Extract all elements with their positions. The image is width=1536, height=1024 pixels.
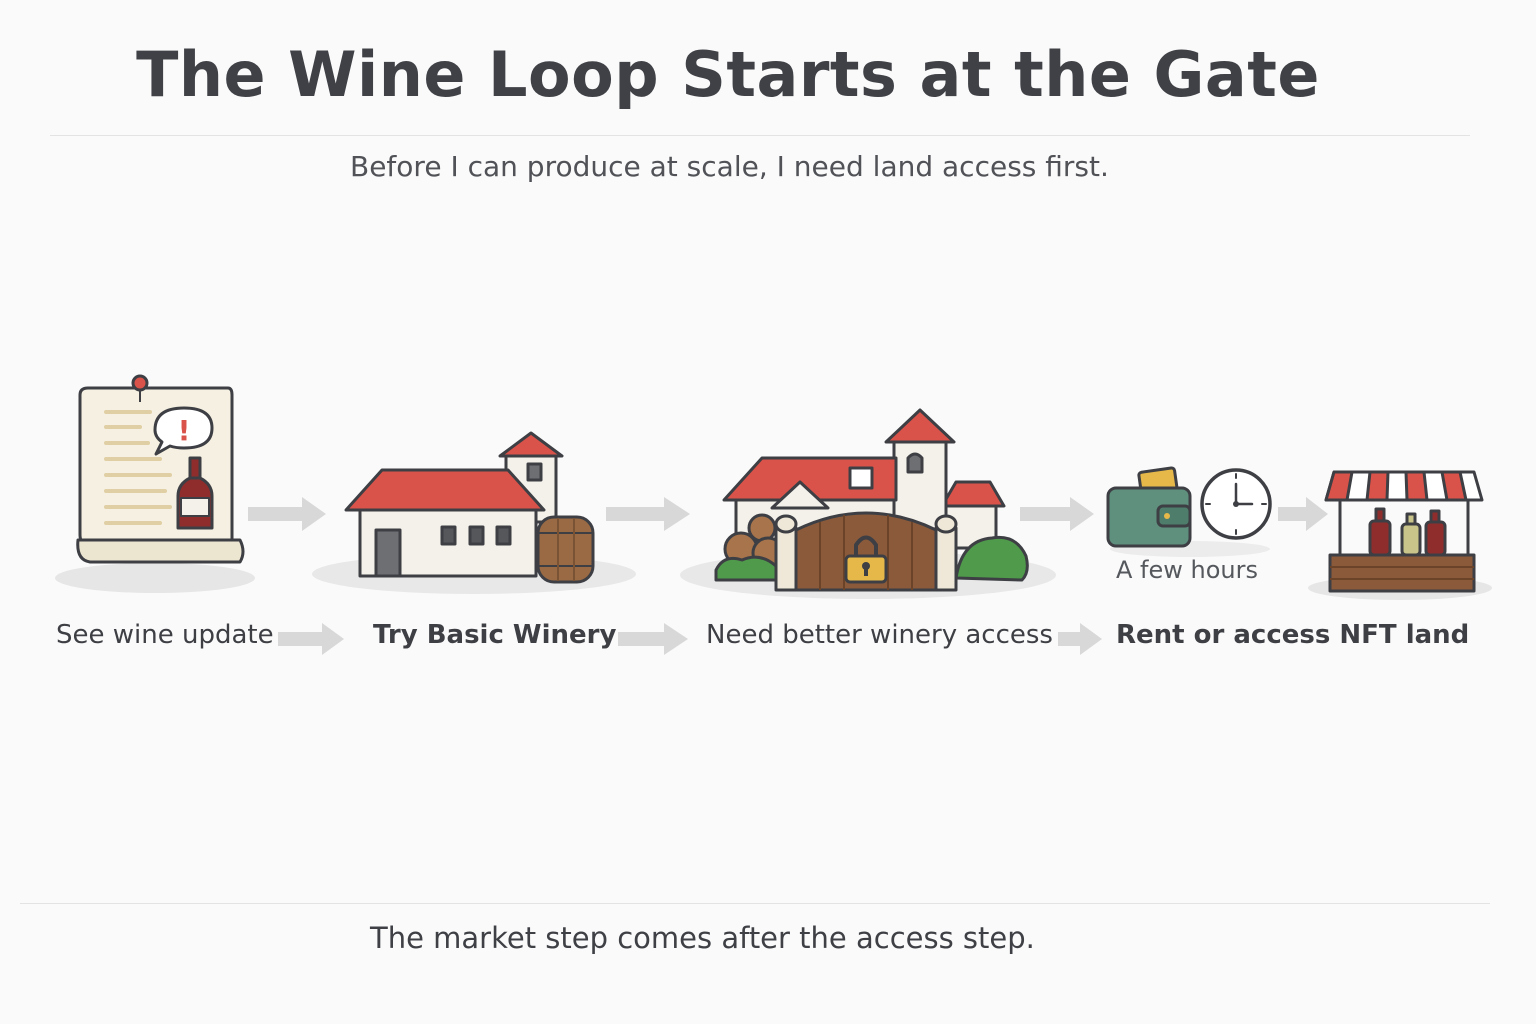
footer-caption: The market step comes after the access s… xyxy=(370,921,1035,955)
flow-arrows-lower xyxy=(278,623,1102,655)
diagram-title: The Wine Loop Starts at the Gate xyxy=(136,38,1320,111)
svg-text:!: ! xyxy=(178,414,191,447)
flow-arrows-upper xyxy=(248,497,1328,531)
ground-shadow xyxy=(55,563,255,593)
step-label-try-basic-winery: Try Basic Winery xyxy=(373,620,617,650)
wallet-clock-icon xyxy=(1106,466,1272,548)
diagram-subtitle: Before I can produce at scale, I need la… xyxy=(350,150,1109,183)
arrow-icon xyxy=(606,497,690,531)
arrow-icon xyxy=(1020,497,1094,531)
arrow-icon xyxy=(1058,623,1102,655)
step-label-need-winery-access: Need better winery access xyxy=(706,620,1053,650)
notice-board-icon: ! xyxy=(76,374,245,564)
locked-estate-gate-icon xyxy=(714,408,1029,592)
arrow-icon xyxy=(248,497,326,531)
wine-market-stall-icon xyxy=(1324,470,1484,593)
step-label-see-wine-update: See wine update xyxy=(56,620,274,650)
arrow-icon xyxy=(1278,497,1328,531)
step-label-rent-nft-land: Rent or access NFT land xyxy=(1116,620,1470,650)
duration-label: A few hours xyxy=(1116,556,1258,584)
title-divider xyxy=(50,135,1470,136)
arrow-icon xyxy=(618,623,688,655)
footer-divider xyxy=(20,903,1490,904)
arrow-icon xyxy=(278,623,344,655)
basic-winery-icon xyxy=(344,431,595,584)
